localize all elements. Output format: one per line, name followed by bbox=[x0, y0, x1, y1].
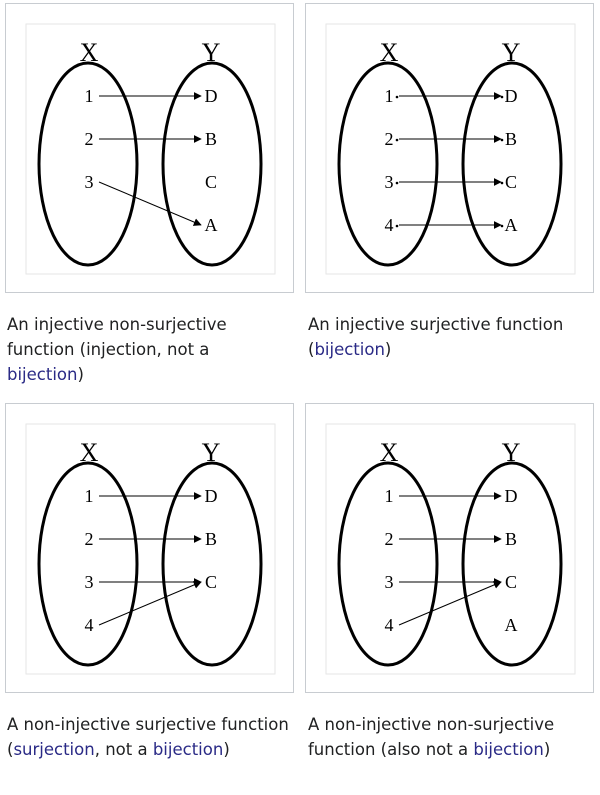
diagram-surjective-non-injective: X Y 1 2 3 4 D B C bbox=[25, 423, 276, 675]
diagram-non-injective-non-surjective: X Y 1 2 3 4 D B C A bbox=[325, 423, 576, 675]
set-x-title: X bbox=[380, 438, 399, 467]
domain-element-2: 2 bbox=[85, 529, 94, 549]
mapping-arrow-4-C bbox=[98, 581, 202, 626]
set-y-title: Y bbox=[502, 38, 521, 67]
domain-set-ellipse bbox=[37, 61, 139, 267]
caption-4: A non-injective non-surjective function … bbox=[308, 712, 590, 762]
caption-1-text: An injective non-surjective function (in… bbox=[7, 315, 227, 359]
domain-dot-4 bbox=[395, 224, 399, 228]
codomain-element-D: D bbox=[205, 486, 218, 506]
domain-dot-2 bbox=[395, 138, 399, 142]
caption-1: An injective non-surjective function (in… bbox=[7, 312, 289, 387]
set-y-title: Y bbox=[502, 438, 521, 467]
codomain-set-ellipse bbox=[161, 461, 263, 667]
domain-dot-1 bbox=[395, 95, 399, 99]
caption-3-text-end: ) bbox=[223, 740, 230, 759]
caption-2-text-end: ) bbox=[384, 340, 392, 359]
domain-set-ellipse bbox=[337, 61, 439, 267]
diagram-frame-1: X Y 1 2 3 D B C A bbox=[5, 3, 294, 293]
codomain-dot-C bbox=[500, 181, 504, 185]
codomain-set-ellipse bbox=[461, 61, 563, 267]
codomain-element-B: B bbox=[205, 129, 217, 149]
domain-element-2: 2 bbox=[85, 129, 94, 149]
caption-3-text-mid: , not a bbox=[94, 740, 153, 759]
codomain-element-D: D bbox=[505, 486, 518, 506]
bijection-link[interactable]: bijection bbox=[7, 365, 78, 384]
caption-4-text-end: ) bbox=[543, 740, 551, 759]
set-x-title: X bbox=[80, 438, 99, 467]
domain-set-ellipse bbox=[337, 461, 439, 667]
codomain-element-D: D bbox=[205, 86, 218, 106]
set-y-title: Y bbox=[202, 38, 221, 67]
codomain-element-B: B bbox=[205, 529, 217, 549]
domain-element-4: 4 bbox=[385, 215, 394, 235]
codomain-element-A: A bbox=[505, 615, 518, 635]
caption-3-text: A non-injective surjective function ( bbox=[7, 715, 289, 759]
codomain-element-C: C bbox=[505, 172, 517, 192]
domain-element-3: 3 bbox=[85, 572, 94, 592]
diagram-frame-2: X Y 1 2 3 4 D B C A bbox=[305, 3, 594, 293]
codomain-element-A: A bbox=[205, 215, 218, 235]
set-y-title: Y bbox=[202, 438, 221, 467]
domain-element-3: 3 bbox=[385, 572, 394, 592]
domain-element-3: 3 bbox=[385, 172, 394, 192]
diagram-injective-non-surjective: X Y 1 2 3 D B C A bbox=[25, 23, 276, 275]
domain-element-2: 2 bbox=[385, 129, 394, 149]
domain-element-1: 1 bbox=[385, 86, 394, 106]
domain-element-4: 4 bbox=[385, 615, 394, 635]
bijection-link[interactable]: bijection bbox=[314, 340, 385, 359]
diagram-frame-4: X Y 1 2 3 4 D B C A bbox=[305, 403, 594, 693]
surjection-link[interactable]: surjection bbox=[13, 740, 95, 759]
codomain-element-B: B bbox=[505, 129, 517, 149]
set-x-title: X bbox=[380, 38, 399, 67]
codomain-set-ellipse bbox=[461, 461, 563, 667]
inner-border bbox=[25, 423, 276, 675]
caption-3: A non-injective surjective function (sur… bbox=[7, 712, 289, 762]
inner-border bbox=[325, 23, 576, 275]
caption-2-text: An injective surjective function ( bbox=[308, 315, 564, 359]
caption-2: An injective surjective function (biject… bbox=[308, 312, 590, 362]
codomain-element-A: A bbox=[505, 215, 518, 235]
domain-element-1: 1 bbox=[385, 486, 394, 506]
codomain-dot-B bbox=[500, 138, 504, 142]
codomain-element-C: C bbox=[205, 572, 217, 592]
inner-border bbox=[25, 23, 276, 275]
domain-element-1: 1 bbox=[85, 486, 94, 506]
codomain-element-C: C bbox=[205, 172, 217, 192]
codomain-element-B: B bbox=[505, 529, 517, 549]
set-x-title: X bbox=[80, 38, 99, 67]
inner-border bbox=[325, 423, 576, 675]
bijection-link[interactable]: bijection bbox=[152, 740, 224, 759]
domain-element-3: 3 bbox=[85, 172, 94, 192]
caption-4-text: A non-injective non-surjective function … bbox=[308, 715, 555, 759]
caption-1-text-end: ) bbox=[77, 365, 84, 384]
codomain-element-C: C bbox=[505, 572, 517, 592]
diagram-bijection: X Y 1 2 3 4 D B C A bbox=[325, 23, 576, 275]
domain-element-2: 2 bbox=[385, 529, 394, 549]
bijection-link[interactable]: bijection bbox=[473, 740, 544, 759]
codomain-set-ellipse bbox=[161, 61, 263, 267]
domain-set-ellipse bbox=[37, 461, 139, 667]
domain-element-4: 4 bbox=[85, 615, 94, 635]
codomain-element-D: D bbox=[505, 86, 518, 106]
mapping-arrow-4-C bbox=[398, 581, 502, 626]
codomain-dot-A bbox=[500, 224, 504, 228]
diagram-frame-3: X Y 1 2 3 4 D B C bbox=[5, 403, 294, 693]
domain-element-1: 1 bbox=[85, 86, 94, 106]
mapping-arrow-3-A bbox=[98, 181, 202, 226]
domain-dot-3 bbox=[395, 181, 399, 185]
codomain-dot-D bbox=[500, 95, 504, 99]
